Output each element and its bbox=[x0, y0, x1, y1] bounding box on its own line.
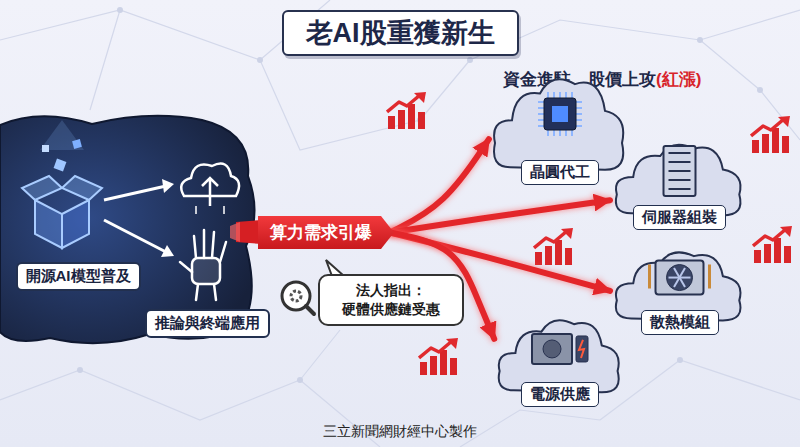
magnifier-icon bbox=[282, 282, 314, 314]
banner-arrow: 算力需求引爆 bbox=[258, 216, 394, 249]
cloud-node: 伺服器組裝 bbox=[612, 130, 747, 230]
psu-icon bbox=[532, 334, 588, 364]
node-text: 推論與終端應用 bbox=[155, 314, 260, 333]
cloud-upload-icon bbox=[181, 164, 239, 214]
open-box-icon bbox=[22, 120, 102, 248]
cloud-node: 晶圓代工 bbox=[490, 60, 630, 185]
chip-icon bbox=[538, 92, 582, 136]
cloud-node: 電源供應 bbox=[495, 305, 625, 407]
rise-chart-icon bbox=[753, 226, 792, 263]
note-label: (紅漲) bbox=[656, 68, 701, 91]
label-box: 開源AI模型普及 bbox=[16, 262, 141, 291]
arrow-head bbox=[161, 245, 174, 257]
flow-arrows bbox=[104, 186, 166, 252]
red-band-glow bbox=[230, 222, 240, 242]
title-box: 老AI股重獲新生 bbox=[282, 10, 519, 56]
node-text: 晶圓代工 bbox=[521, 160, 599, 185]
caption: 三立新聞網財經中心製作 bbox=[323, 423, 477, 441]
rise-chart-icon bbox=[387, 92, 426, 129]
label-box: 推論與終端應用 bbox=[145, 309, 270, 338]
arrow-head bbox=[162, 179, 174, 193]
server-icon bbox=[664, 146, 696, 196]
fan-icon bbox=[650, 261, 710, 295]
node-text: 伺服器組裝 bbox=[633, 205, 726, 230]
node-text: 散熱模組 bbox=[641, 310, 719, 335]
rise-chart-icon bbox=[534, 228, 573, 265]
flow-connector bbox=[390, 200, 610, 232]
node-text: 算力需求引爆 bbox=[270, 221, 372, 244]
rise-chart-icon bbox=[751, 116, 790, 153]
cloud-outline bbox=[494, 79, 623, 170]
rise-chart-icon bbox=[419, 338, 458, 375]
node-text: 法人指出： 硬體供應鏈受惠 bbox=[330, 281, 452, 319]
label-row: 資金進駐，股價上攻(紅漲) bbox=[503, 68, 701, 91]
cloud-node: 散熱模組 bbox=[612, 238, 747, 335]
speech-bubble: 法人指出： 硬體供應鏈受惠 bbox=[318, 274, 464, 326]
node-text: 開源AI模型普及 bbox=[26, 267, 131, 286]
robot-hand-icon bbox=[180, 230, 226, 300]
node-text: 電源供應 bbox=[521, 382, 599, 407]
